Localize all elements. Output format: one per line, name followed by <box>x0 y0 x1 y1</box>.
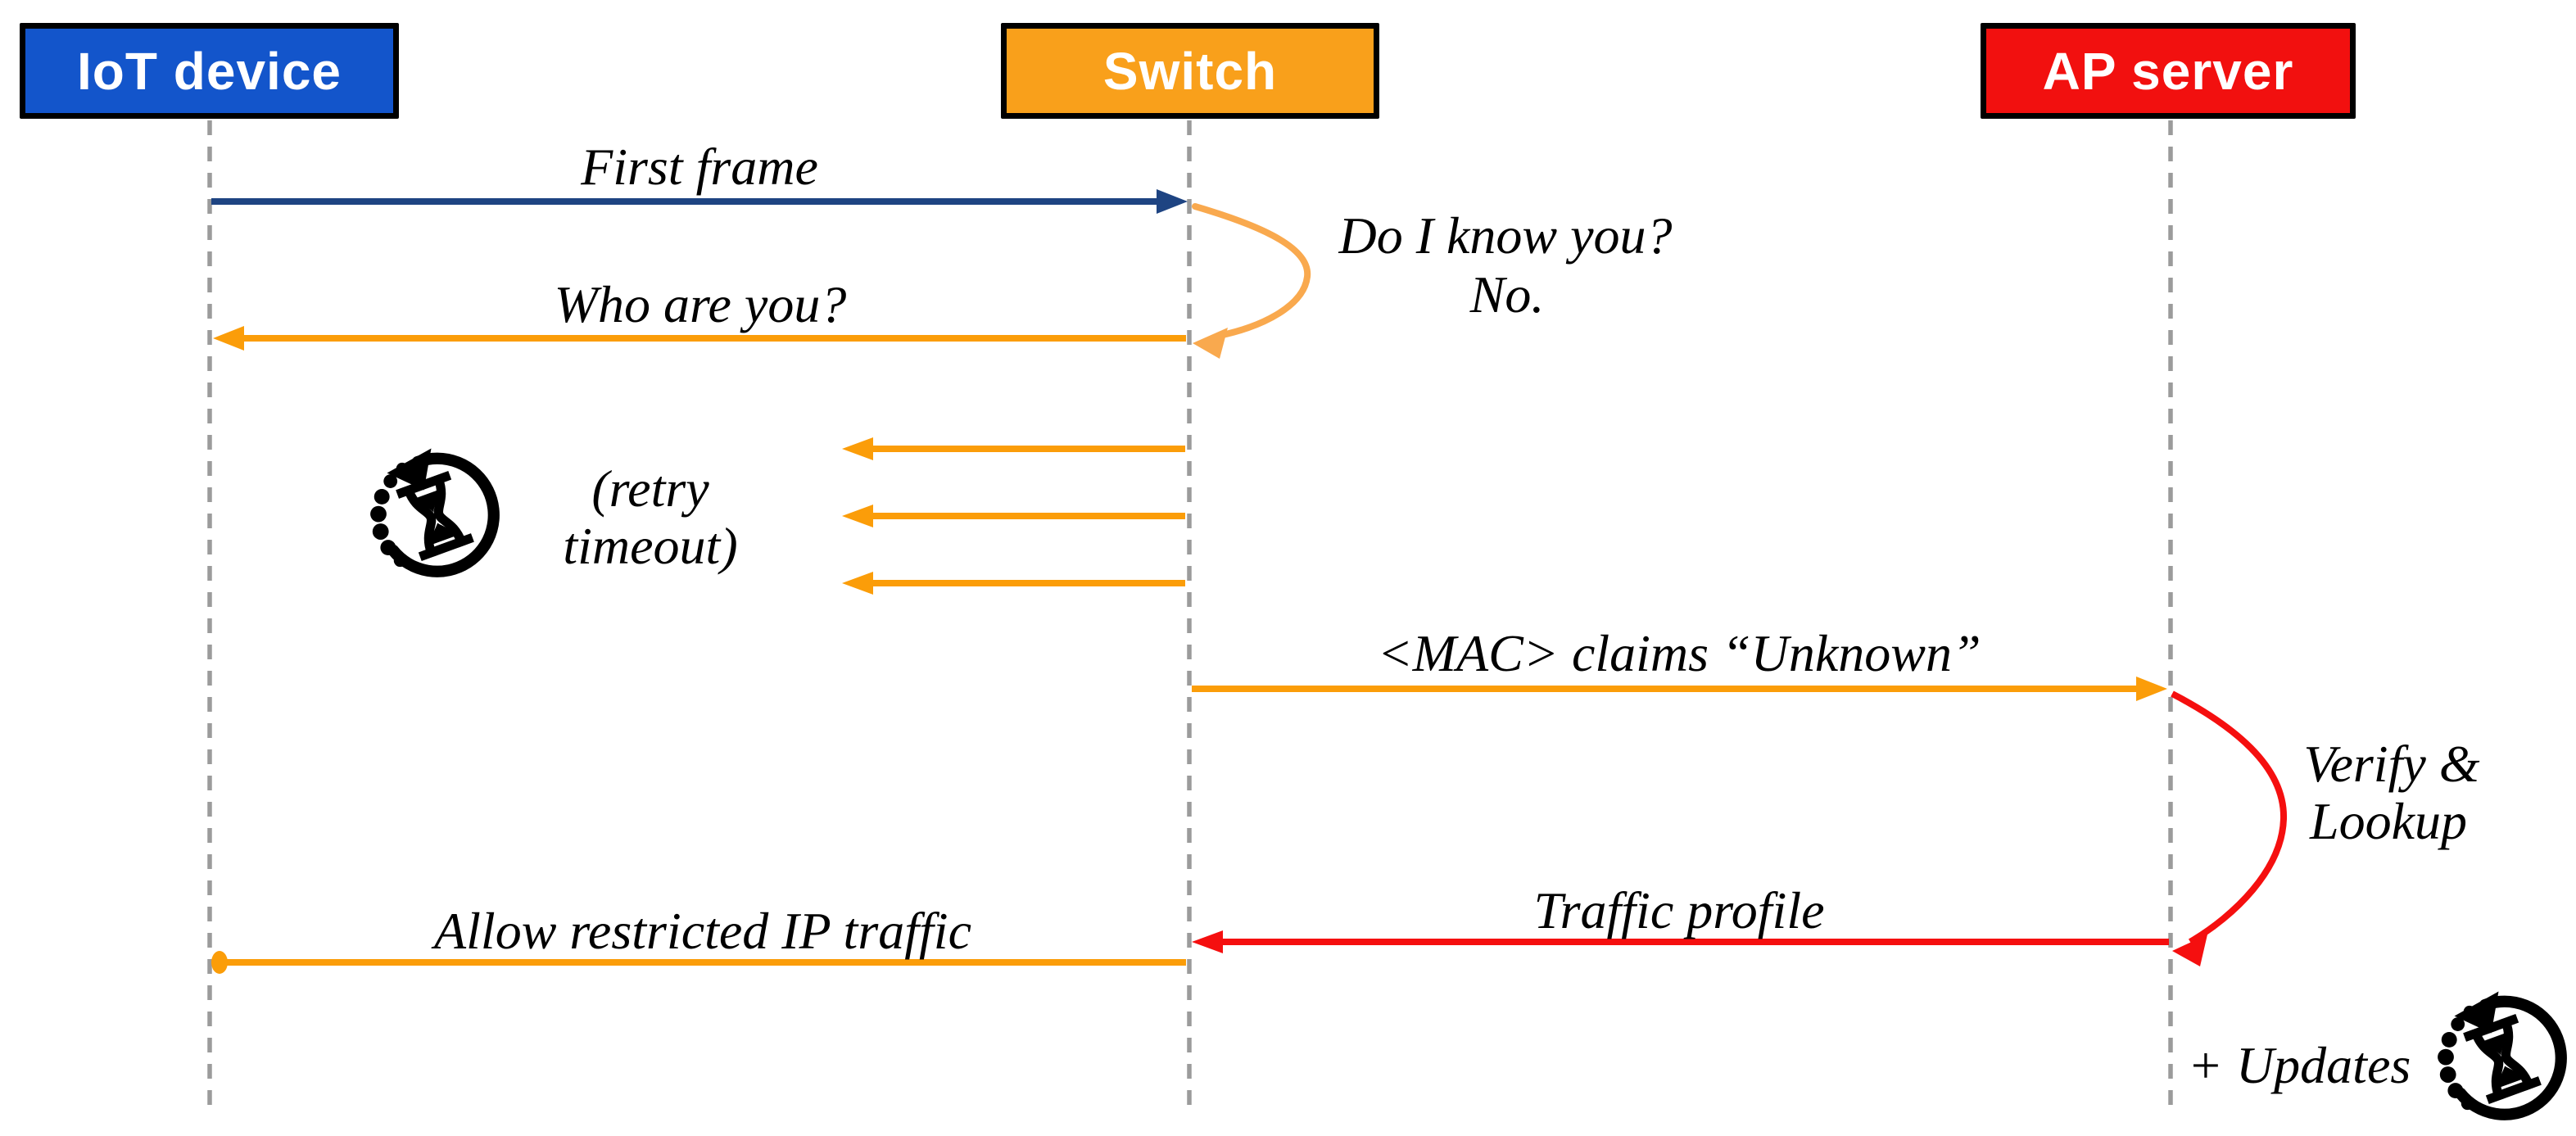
label-retry-line2: timeout) <box>563 517 738 575</box>
label-verify-line2: Lookup <box>2310 792 2467 850</box>
actor-label-iot-device: IoT device <box>77 41 342 101</box>
arrow-allow-restricted <box>211 951 1186 974</box>
label-verify-line1: Verify & <box>2303 735 2480 793</box>
label-mac-claims: <MAC> claims “Unknown” <box>1377 624 1981 682</box>
arrow-first-frame <box>211 189 1188 214</box>
label-traffic-profile: Traffic profile <box>1533 881 1825 939</box>
actor-box-switch: Switch <box>1001 23 1379 119</box>
label-no: No. <box>1469 265 1545 324</box>
arrow-mac-claims <box>1192 677 2167 701</box>
label-first-frame: First frame <box>581 138 818 196</box>
arrow-retry-3 <box>842 572 1185 595</box>
label-do-i-know-you: Do I know you? <box>1338 206 1673 265</box>
arrow-traffic-profile <box>1192 930 2169 953</box>
label-retry-line1: (retry <box>591 459 709 518</box>
label-updates: + Updates <box>2187 1036 2411 1094</box>
arrow-retry-2 <box>842 505 1185 527</box>
self-loop-ap-server <box>2171 690 2288 966</box>
arrow-retry-1 <box>842 437 1185 460</box>
actor-label-ap-server: AP server <box>2042 41 2294 101</box>
actor-box-iot-device: IoT device <box>20 23 399 119</box>
updates-timer-icon <box>2438 992 2561 1115</box>
self-loop-switch <box>1192 203 1311 359</box>
actor-label-switch: Switch <box>1102 41 1278 101</box>
label-allow-restricted: Allow restricted IP traffic <box>434 902 971 960</box>
actor-box-ap-server: AP server <box>1981 23 2356 119</box>
retry-timeout-icon <box>370 449 494 572</box>
label-who-are-you: Who are you? <box>554 275 847 333</box>
arrow-who-are-you <box>213 326 1186 351</box>
